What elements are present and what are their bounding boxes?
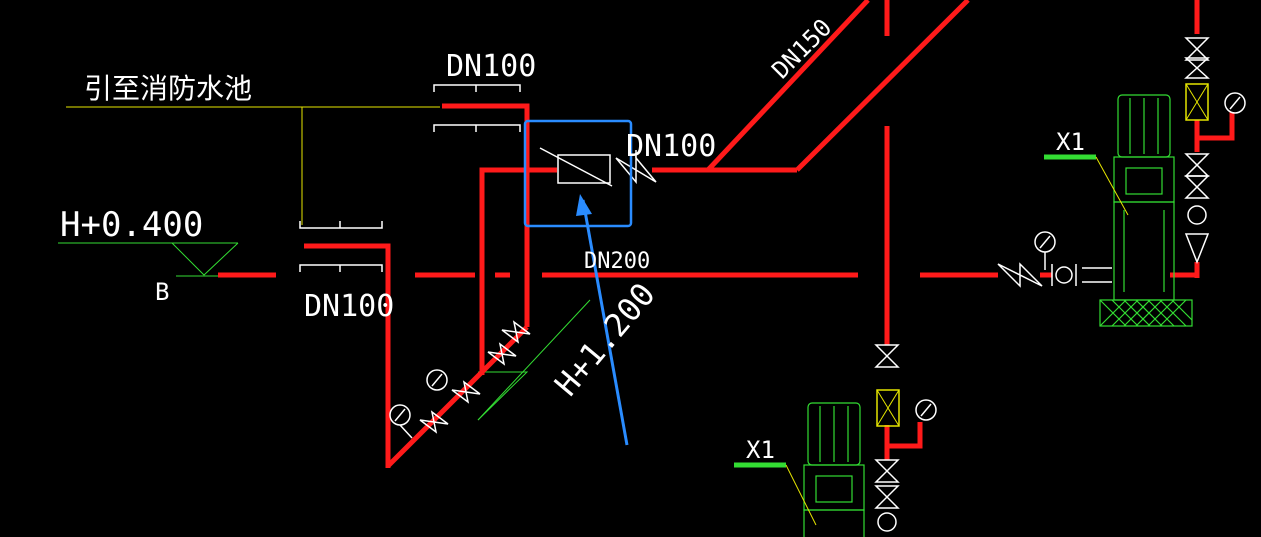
flexible-joint-icon <box>1187 205 1207 225</box>
pipe-left-drop <box>304 243 391 468</box>
valves <box>389 37 1246 532</box>
pump-tag-leader-right <box>1095 156 1129 216</box>
dn100-right-label: DN100 <box>626 129 716 164</box>
pump-right <box>1044 94 1193 327</box>
pipe-gauge-branch-low <box>887 422 923 449</box>
pump-tag-leader-bottom <box>785 464 817 526</box>
pipe-dn150-diag-1 <box>706 0 870 172</box>
flange-left-lower <box>299 264 383 272</box>
pipe-diagonal-leg <box>386 325 529 468</box>
gauge-needle-diag-2 <box>394 408 406 422</box>
gate-valve-icon <box>1184 153 1210 177</box>
pump-tag-label-right: X1 <box>1056 128 1085 156</box>
pipe-top-riser <box>442 103 530 327</box>
check-valve-icon <box>557 154 611 184</box>
gauge-needle-main <box>1039 235 1051 249</box>
elev-left-label: H+0.400 <box>60 205 203 245</box>
elev-left-point-label: B <box>155 278 169 306</box>
pipe-inner-loop <box>479 167 557 375</box>
gate-valve-icon <box>419 410 449 434</box>
dn100-bottom-label: DN100 <box>304 289 394 324</box>
flexible-joint-icon <box>1055 266 1073 284</box>
arrow-head-icon <box>576 194 592 216</box>
dn100-top-label: DN100 <box>446 49 536 84</box>
gate-valve-icon <box>874 485 900 509</box>
pump-right-body <box>1113 201 1175 301</box>
pump-right-base <box>1099 299 1193 327</box>
gate-valve-icon <box>451 380 481 404</box>
to-pool-label: 引至消防水池 <box>84 72 252 105</box>
pump-bottom-coupling <box>803 464 865 511</box>
pressure-gauge-icon <box>915 399 937 421</box>
gate-valve-icon <box>1184 175 1210 199</box>
gate-valve-icon <box>874 344 900 368</box>
filter-right-x-b <box>1185 83 1209 121</box>
pump-right-coupling-inner <box>1125 167 1163 195</box>
pressure-gauge-icon <box>1224 92 1246 114</box>
gate-valve-icon <box>487 342 517 366</box>
pressure-gauge-icon <box>426 369 448 391</box>
dn200-label: DN200 <box>584 249 650 274</box>
check-valve-slash <box>539 147 613 187</box>
pipe-dn150-diag-2 <box>795 0 970 172</box>
gauge-needle-right <box>1229 96 1241 110</box>
gate-valve-icon <box>1184 57 1210 79</box>
gauge-needle-center <box>920 403 932 417</box>
elev-diag-base-line <box>477 299 591 421</box>
gauge-needle-diag-1 <box>431 373 443 387</box>
gate-valve-icon <box>997 262 1043 288</box>
arrow-shaft <box>581 199 629 446</box>
flange-top-upper <box>433 84 521 92</box>
elev-diag-label: H+1.200 <box>547 275 663 403</box>
pump-tag-label-bottom: X1 <box>746 436 775 464</box>
pipe-gauge-branch-right <box>1197 112 1235 141</box>
elev-diag-triangle <box>477 371 529 421</box>
filter-x-b <box>876 389 900 427</box>
pump-right-base-hatch <box>1099 299 1193 327</box>
annotation-leaders <box>58 106 591 421</box>
pump-right-coupling <box>1113 156 1175 203</box>
pump-bottom-body <box>803 509 865 537</box>
pointer-arrow <box>576 194 629 446</box>
filter-icon <box>876 389 900 427</box>
flexible-joint-icon <box>877 512 897 532</box>
flange-left-upper <box>299 221 383 229</box>
gate-valve-icon <box>1184 37 1210 61</box>
flange-marks <box>299 84 521 272</box>
pump-bottom-coupling-inner <box>815 475 853 503</box>
filter-icon <box>1185 83 1209 121</box>
check-valve-icon <box>501 320 531 344</box>
elev-left-triangle <box>171 242 239 276</box>
selection-highlight-box[interactable] <box>523 119 633 228</box>
pipe-network <box>218 0 1235 468</box>
gate-valve-icon <box>874 459 900 483</box>
check-valve-icon <box>1184 233 1210 265</box>
flange-top-lower <box>433 124 521 132</box>
gauge-stem-diag-2 <box>399 424 413 439</box>
pump-bottom <box>734 402 865 537</box>
